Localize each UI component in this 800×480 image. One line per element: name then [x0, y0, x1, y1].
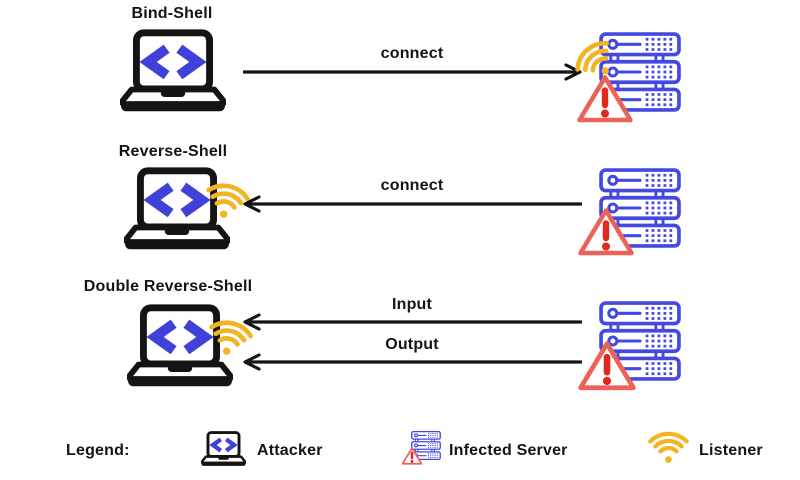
- connect-label: connect: [380, 45, 444, 62]
- warning-icon: [400, 446, 424, 466]
- attacker-laptop-icon: [201, 431, 246, 467]
- row-title-bind-shell: Bind-Shell: [131, 5, 213, 22]
- row-title-reverse-shell: Reverse-Shell: [118, 143, 228, 160]
- connect-arrow: [240, 195, 582, 213]
- listener-wifi-icon: [647, 425, 690, 464]
- output-arrow: [240, 353, 582, 371]
- connect-arrow: [243, 63, 585, 81]
- warning-icon: [575, 72, 635, 126]
- output-label: Output: [385, 336, 439, 353]
- input-label: Input: [391, 296, 433, 313]
- row-title-double-reverse-shell: Double Reverse-Shell: [83, 278, 253, 295]
- connect-label: connect: [380, 177, 444, 194]
- legend-item-infected-server: Infected Server: [449, 442, 568, 459]
- warning-icon: [576, 338, 638, 394]
- legend-item-attacker: Attacker: [257, 442, 323, 459]
- legend-title: Legend:: [66, 442, 130, 459]
- input-arrow: [240, 313, 582, 331]
- legend-item-listener: Listener: [699, 442, 763, 459]
- warning-icon: [576, 205, 636, 259]
- attacker-laptop-icon: [120, 29, 226, 114]
